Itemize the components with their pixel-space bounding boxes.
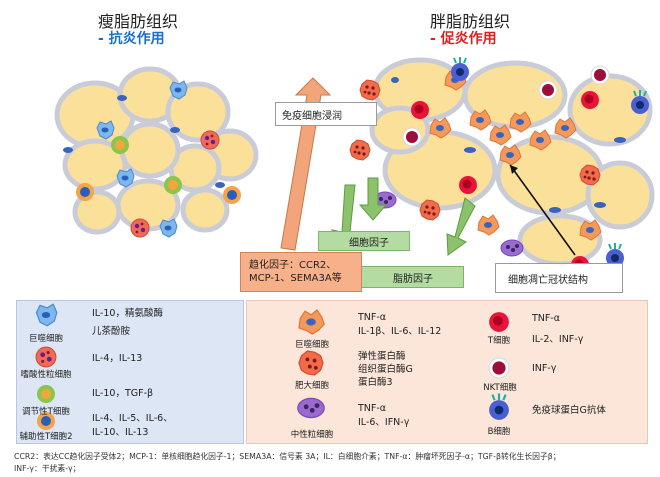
th2-cell-icon <box>37 412 55 430</box>
adipokines-label: 脂肪因子 <box>393 273 433 285</box>
eosinophil-label: 嗜酸性粒细胞 <box>20 370 72 380</box>
mast-cell-text1: 弹性蛋白酶 <box>358 351 406 362</box>
obese-macrophage-text1: TNF-α <box>358 312 387 323</box>
neutrophil-label: 中性粒细胞 <box>290 430 334 440</box>
chemokines-label-line2: MCP-1、SEMA3A等 <box>249 273 342 284</box>
t-cell-label: T细胞 <box>487 336 511 346</box>
mast-cell-text3: 蛋白酶3 <box>358 377 393 388</box>
obese-tissue-subtitle: - 促炎作用 <box>430 31 497 47</box>
b-cell-text1: 免疫球蛋白G抗体 <box>532 405 606 416</box>
footnote-line1: CCR2：表达CC趋化因子受体2；MCP-1：单核细胞趋化因子-1；SEMA3A… <box>14 452 561 461</box>
crown-structure-box: 细胞凋亡冠状结构 <box>495 263 623 293</box>
adipose-illustration <box>54 56 655 274</box>
adipokines-box: 脂肪因子 <box>352 266 464 288</box>
nkt-cell-text1: INF-γ <box>532 363 557 374</box>
lean-tissue-subtitle: - 抗炎作用 <box>98 31 165 47</box>
t-cell-text2: IL-2、INF-γ <box>532 334 584 345</box>
b-cell-label: B细胞 <box>487 427 511 437</box>
obese-macrophage-icon <box>298 309 325 335</box>
treg-text1: IL-10，TGF-β <box>92 388 154 399</box>
footnote-line2: INF-γ：干扰素-γ； <box>14 464 81 473</box>
crown-structure-label: 细胞凋亡冠状结构 <box>508 274 588 286</box>
th2-label: 辅助性T细胞2 <box>19 432 73 442</box>
th2-text1: IL-4、IL-5、IL-6、 <box>92 413 173 424</box>
mast-cell-label: 肥大细胞 <box>294 381 329 391</box>
neutrophil-text2: IL-6、IFN-γ <box>358 417 410 428</box>
t-cell-icon <box>489 312 509 332</box>
mast-cell-icon <box>298 350 324 376</box>
regulatory-t-cell-icon <box>37 385 55 403</box>
lean-adipose-cluster <box>54 66 259 238</box>
neutrophil-text1: TNF-α <box>358 403 387 414</box>
obese-macrophage-text2: IL-1β、IL-6、IL-12 <box>358 326 442 337</box>
lean-legend-icons <box>35 303 58 430</box>
lean-tissue-title: 瘦脂肪组织 <box>98 12 179 31</box>
cytokines-box: 细胞因子 <box>318 231 410 251</box>
lean-macrophage-text1: IL-10，精氨酸酶 <box>92 308 163 319</box>
chemokines-box: 趋化因子：CCR2、 MCP-1、SEMA3A等 <box>240 252 362 292</box>
immune-infiltration-label: 免疫细胞浸润 <box>282 110 342 122</box>
crown-pointer-line <box>509 164 576 256</box>
nkt-cell-label: NKT细胞 <box>483 383 517 393</box>
b-cell-icon <box>489 393 509 420</box>
lean-macrophage-label: 巨噬细胞 <box>28 334 63 344</box>
immune-infiltration-box: 免疫细胞浸润 <box>275 102 377 126</box>
nkt-cell-icon <box>488 357 510 379</box>
obese-adipose-cluster <box>349 56 655 274</box>
obese-macrophage-label: 巨噬细胞 <box>294 340 329 350</box>
neutrophil-icon <box>297 397 325 419</box>
mast-cell-text2: 组织蛋白酶G <box>358 364 413 375</box>
lean-macrophage-text2: 儿茶酚胺 <box>92 326 131 337</box>
t-cell-text1: TNF-α <box>532 313 561 324</box>
chemokines-label-line1: 趋化因子：CCR2、 <box>249 260 337 271</box>
obese-legend-icons <box>297 309 510 420</box>
lean-macrophage-icon <box>35 303 58 327</box>
obese-tissue-title: 胖脂肪组织 <box>430 12 511 31</box>
eosinophil-text1: IL-4，IL-13 <box>92 353 143 364</box>
th2-text2: IL-10、IL-13 <box>92 427 149 438</box>
cytokines-label: 细胞因子 <box>349 237 389 249</box>
eosinophil-icon <box>35 346 57 368</box>
treg-label: 调节性T细胞 <box>22 407 70 417</box>
